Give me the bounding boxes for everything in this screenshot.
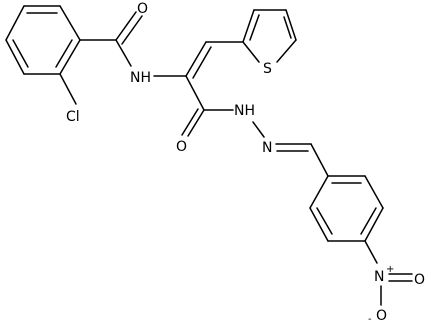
amide-nh-atom: NH xyxy=(130,70,151,86)
c-cl-bond xyxy=(59,73,77,105)
amide-oxygen-atom: O xyxy=(137,1,148,17)
hydrazide-oxygen-atom: O xyxy=(176,139,187,155)
sulfur-atom: S xyxy=(263,61,272,77)
n-n-bond xyxy=(252,121,265,138)
nitrophenyl-ring xyxy=(309,175,384,242)
thiophene-ring xyxy=(242,9,297,63)
nitro-nitrogen-charge: + xyxy=(386,264,394,275)
hydrazide-nh-atom: NH xyxy=(234,103,255,119)
hydrazide-co-double-bond-1 xyxy=(187,109,205,137)
nitro-oxygen-bottom-charge: - xyxy=(368,314,372,325)
alkene-bond-2 xyxy=(192,46,212,79)
chlorobenzene-ring xyxy=(5,5,81,75)
ch-phenyl-bond xyxy=(310,143,329,177)
chlorine-atom: Cl xyxy=(66,109,80,125)
nitro-oxygen-bottom-atom: O xyxy=(376,308,387,324)
hydrazide-co-double-bond-2 xyxy=(181,108,199,136)
nitro-nitrogen-atom: N xyxy=(374,269,384,285)
amide-co-double-bond-2 xyxy=(121,15,143,45)
ring-nitro-bond xyxy=(364,240,378,264)
calpha-carbonyl-bond xyxy=(185,75,205,111)
amide-co-double-bond-1 xyxy=(115,11,137,41)
imine-nitrogen-atom: N xyxy=(262,140,272,156)
nitro-oxygen-right-atom: O xyxy=(414,272,425,288)
amide-cn-bond xyxy=(115,39,132,67)
alkene-bond-1 xyxy=(185,41,207,77)
